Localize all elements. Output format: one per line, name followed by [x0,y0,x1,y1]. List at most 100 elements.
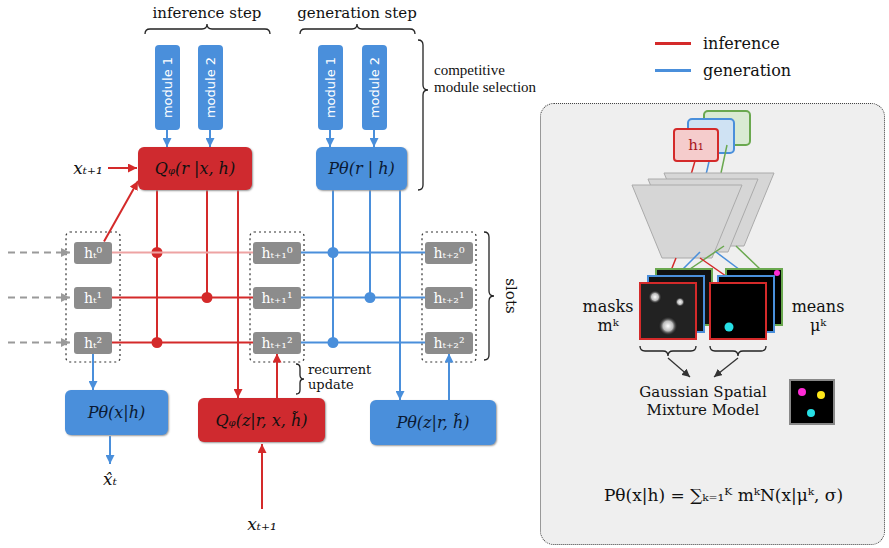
inference-box: Qᵩ(r |x, h) [138,147,252,190]
mixture-image [798,388,806,396]
decoder-trapezoid [632,173,774,258]
input-label: xₜ₊₁ [247,514,277,534]
input-arrow [108,167,137,169]
slot-box: hₜ⁰ [74,242,112,264]
decoder-trapezoid [632,185,742,258]
brace [296,364,304,394]
generation-box: Pθ(x|h) [65,390,168,435]
previous-step-arrow [8,342,70,344]
mixture-image [790,380,834,424]
input-arrow [109,436,111,464]
legend-label: inference [703,34,780,53]
slot-box: hₜ₊₂² [425,332,472,354]
connector [166,130,168,147]
legend-item: generation [655,60,791,80]
connector [112,252,253,254]
module-box: module 1 [155,45,180,130]
connector [209,130,211,147]
connector [112,297,253,299]
brace [145,24,270,34]
mean-image [710,269,782,339]
connector [329,130,331,147]
mixture-arrow [668,358,690,377]
connector [448,354,450,401]
generation-box: Pθ(r | h) [316,147,407,190]
model-label: Gaussian Spatial Mixture Model [631,383,775,419]
node-label: hₜ₊₂¹ [433,290,464,306]
mask-image [675,297,685,307]
selection-wire [206,190,208,298]
node-label: hₜ² [84,335,102,351]
mean-image [725,323,734,332]
node-label: h₁ [688,136,704,154]
connector [237,190,239,398]
image-label: masks mᵏ [579,297,637,335]
slot-group-frame [422,232,476,362]
slot-box: hₜ₊₁¹ [253,287,300,309]
connector-group [93,130,449,400]
connector [276,354,278,399]
brace [300,24,415,34]
mask-image [640,283,696,339]
panel-ground [540,103,885,545]
generation-box: Pθ(z|r, h̃) [370,400,496,445]
previous-step-arrow [8,252,70,254]
module-box: module 2 [362,45,387,130]
previous-step-arrow [8,253,70,343]
mixture-image [807,409,815,417]
slot-group-frame [250,232,304,362]
slot-group-frame [66,232,120,362]
node-label: hₜ₊₁² [261,335,292,351]
node-label: module 2 [203,57,218,118]
selection-wire [332,190,334,343]
image-label: means μᵏ [789,297,847,335]
connector [373,130,375,147]
output-label: x̂ₜ [103,469,117,489]
mixture-arrow [668,358,738,377]
legend-swatch [655,42,691,45]
slot-box: hₜ₊₂¹ [425,287,472,309]
mask-image [648,290,662,304]
slot-box: h₁ [673,128,719,162]
selection-wire [156,190,158,343]
connector [92,354,94,391]
slot-box: hₜ₊₁² [253,332,300,354]
brace-label: recurrent update [308,362,372,392]
input-label: xₜ₊₁ [73,158,103,178]
mixture-arrow [714,358,738,377]
connector [301,342,426,344]
step-label: inference step [153,4,262,22]
node-label: Pθ(r | h) [328,159,394,178]
node-label: module 1 [323,57,338,118]
node-label: module 1 [160,57,175,118]
slot-group-frame [66,232,476,362]
slot-box: hₜ² [74,332,112,354]
inference-box: Qᵩ(z|r, x, h̃) [198,398,325,442]
formula: Pθ(x|h) = ∑ₖ₌₁ᴷ mᵏN(x|μᵏ, σ) [571,485,876,505]
panel-ground [540,103,885,545]
node-label: Pθ(z|r, h̃) [396,413,469,432]
node-label: hₜ₊₂² [433,335,464,351]
mean-image [710,283,766,339]
node-label: hₜ⁰ [84,245,102,261]
connector [104,181,138,242]
node-label: module 2 [367,57,382,118]
brace [484,232,494,360]
connector [399,190,401,400]
decoder-wire [736,246,760,269]
node-label: hₜ₊₁⁰ [261,245,292,261]
node-label: hₜ₊₂⁰ [433,245,464,261]
selection-wire [152,190,376,348]
node-label: Qᵩ(z|r, x, h̃) [215,411,307,430]
node-label: Pθ(x|h) [88,403,146,422]
slot-box: hₜ₊₁⁰ [253,242,300,264]
connector [112,342,253,344]
brace-label: slots [502,278,520,313]
legend-item: inference [655,33,780,53]
selection-wire [369,190,371,298]
node-label: hₜ₊₁¹ [261,290,292,306]
brace-label: competitive module selection [434,62,552,96]
previous-step-arrow [8,297,70,299]
mask-image [658,316,678,336]
mask-image [640,269,712,339]
